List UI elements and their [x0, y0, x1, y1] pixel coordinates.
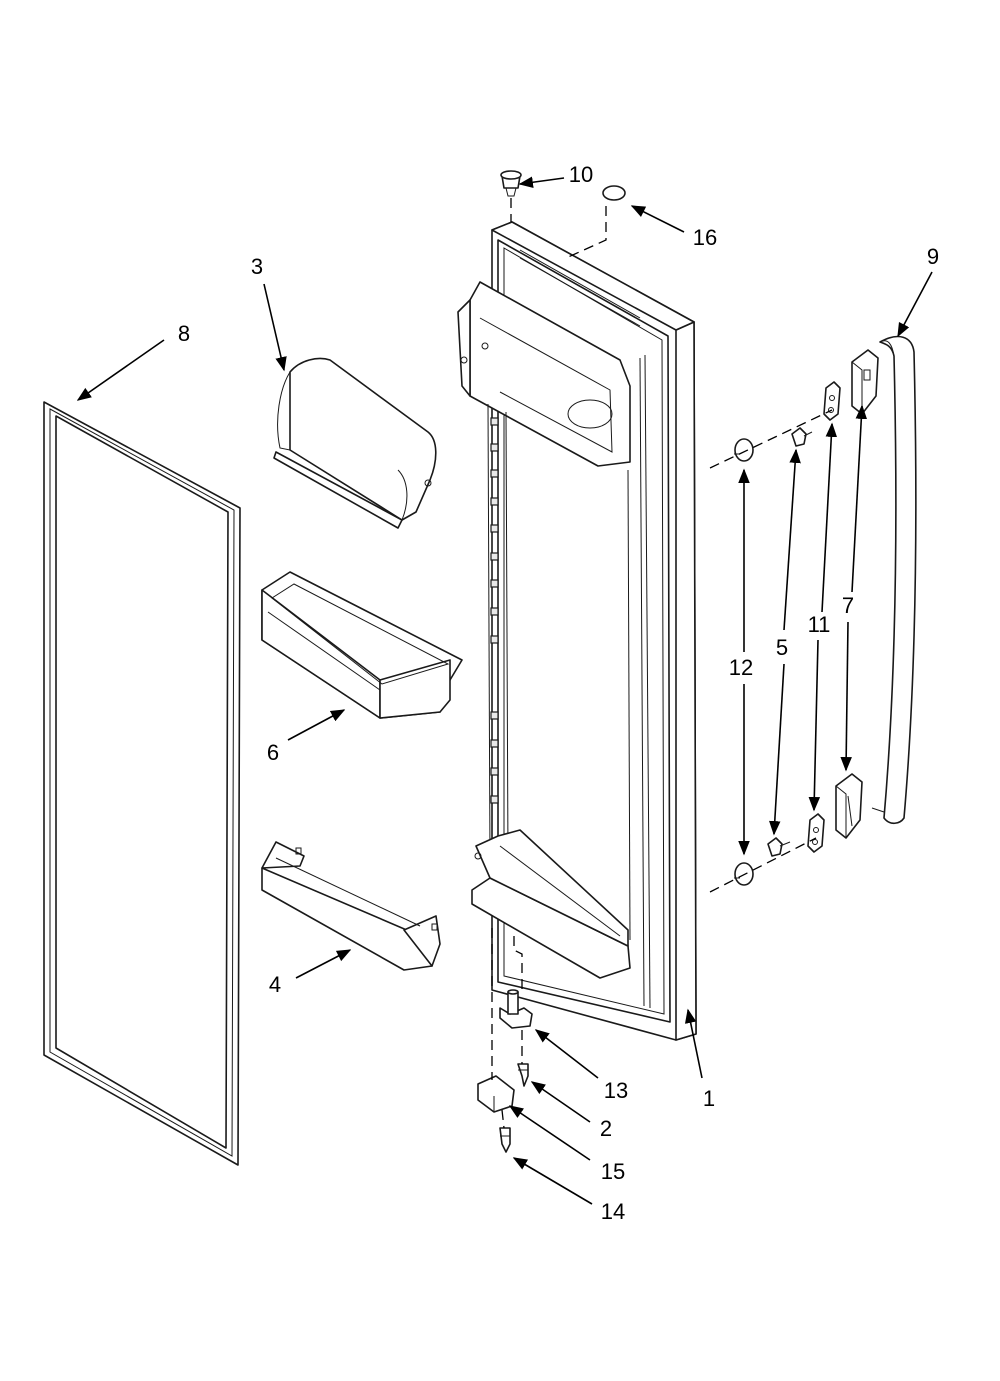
callout-6: 6 [267, 740, 279, 765]
handle-screw-top [791, 427, 813, 447]
door-gasket [43, 401, 241, 1166]
alignment-lines [491, 198, 833, 1129]
callout-labels: 1 2 3 4 5 6 7 8 9 10 11 12 13 14 15 16 [178, 162, 939, 1224]
bottom-hinge [499, 989, 533, 1029]
callout-1: 1 [703, 1086, 715, 1111]
hinge-cap [500, 170, 522, 197]
callout-13: 13 [604, 1078, 628, 1103]
handle-end-cap-top [851, 349, 879, 415]
callout-10: 10 [569, 162, 593, 187]
door-handle [871, 335, 917, 825]
callout-12: 12 [729, 655, 753, 680]
shelf-bar [261, 841, 441, 971]
hinge-shim [477, 1075, 515, 1113]
handle-screw-bottom [767, 837, 791, 857]
handle-bracket-top [823, 381, 841, 421]
callout-5: 5 [776, 635, 788, 660]
shim-screw [499, 1127, 511, 1153]
callout-14: 14 [601, 1199, 625, 1224]
callout-15: 15 [601, 1159, 625, 1184]
callout-16: 16 [693, 225, 717, 250]
callout-8: 8 [178, 321, 190, 346]
dairy-door [273, 357, 437, 529]
callout-2: 2 [600, 1116, 612, 1141]
handle-stud-top [734, 438, 754, 462]
leader-lines [76, 176, 933, 1205]
callout-7: 7 [842, 593, 854, 618]
door-assembly [457, 221, 697, 1041]
callout-9: 9 [927, 244, 939, 269]
handle-bracket-bottom [807, 813, 825, 853]
handle-end-cap-bottom [835, 773, 863, 839]
callout-4: 4 [269, 972, 281, 997]
callout-3: 3 [251, 254, 263, 279]
hinge-washer [602, 185, 626, 201]
handle-stud-bottom [734, 862, 754, 886]
callout-11: 11 [808, 612, 831, 637]
hinge-screw [517, 1063, 529, 1087]
door-bin [261, 571, 463, 719]
